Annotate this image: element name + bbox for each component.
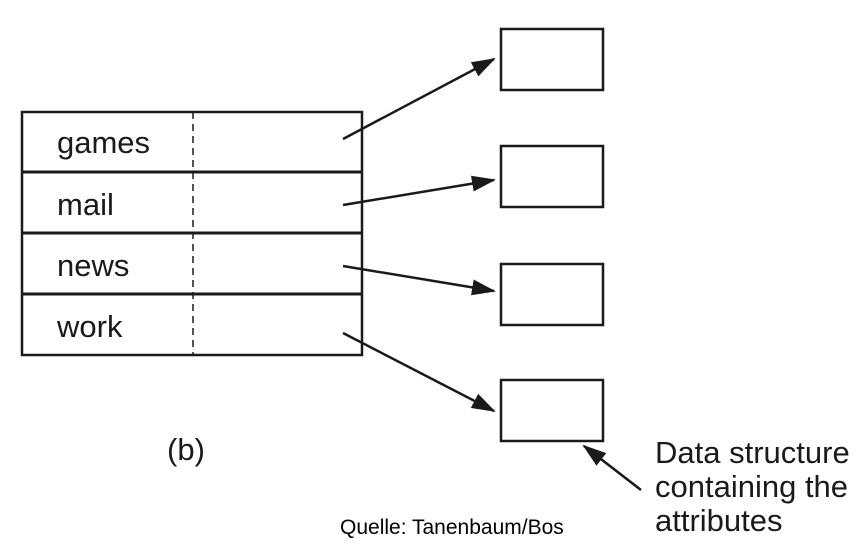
attribute-box-news <box>499 262 605 327</box>
pointer-arrows <box>342 57 642 491</box>
entry-name-mail: mail <box>57 187 114 222</box>
entry-name-news: news <box>57 248 130 283</box>
pointer-arrow-games <box>342 57 496 141</box>
source-credit: Quelle: Tanenbaum/Bos <box>340 516 564 539</box>
directory-table <box>20 110 364 357</box>
callout-line-3: attributes <box>655 503 783 538</box>
callout-line-1: Data structure <box>655 435 850 470</box>
figure-caption: (b) <box>167 432 205 467</box>
pointer-arrow-mail <box>342 175 496 207</box>
callout-line-2: containing the <box>655 469 849 504</box>
entry-name-games: games <box>57 125 151 160</box>
attribute-box-games <box>499 27 605 92</box>
attribute-boxes <box>499 27 605 443</box>
callout-arrow <box>582 444 642 491</box>
attribute-box-work <box>499 378 605 443</box>
callout-text: Data structure containing the attributes <box>655 436 865 538</box>
entry-name-work: work <box>57 309 123 344</box>
attribute-box-mail <box>499 144 605 209</box>
pointer-arrow-news <box>342 264 496 296</box>
pointer-arrow-work <box>342 331 496 413</box>
